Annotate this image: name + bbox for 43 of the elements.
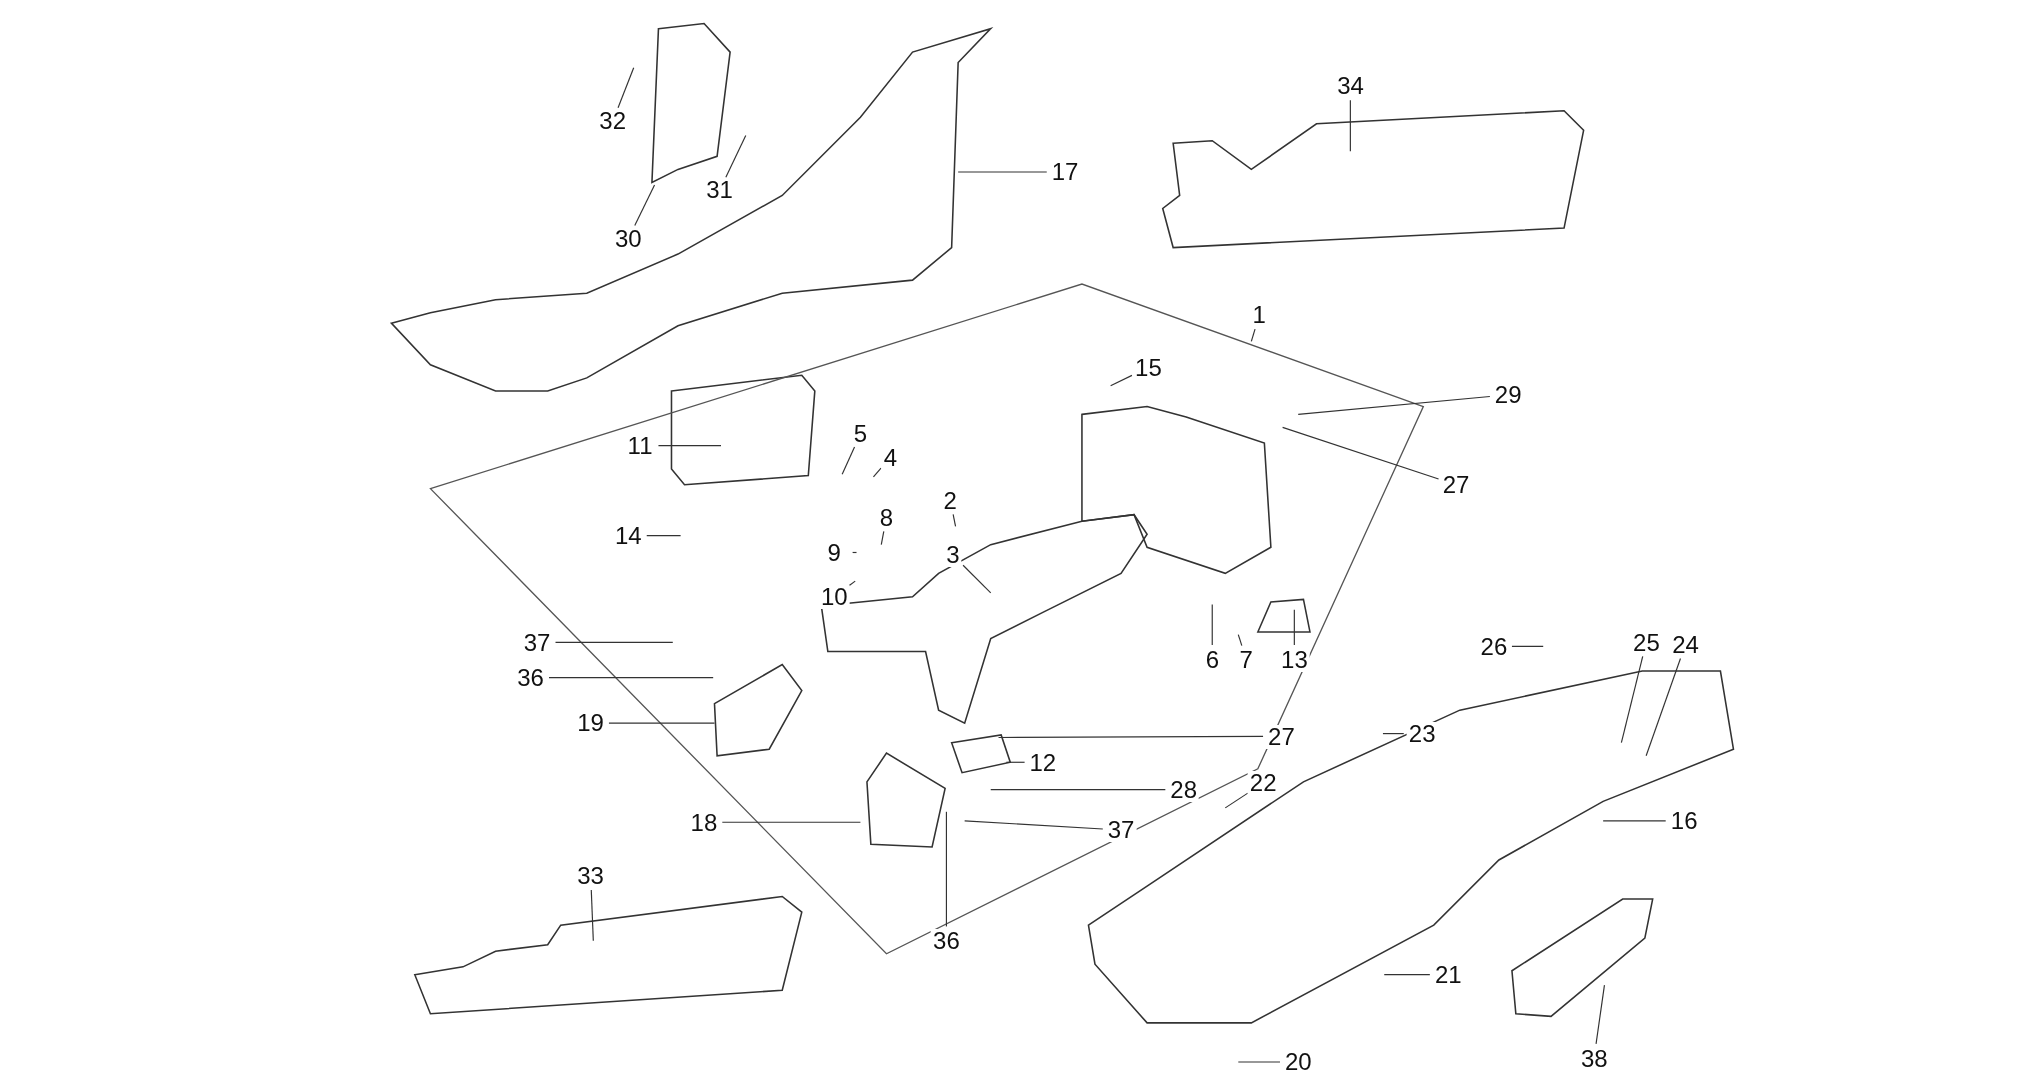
leader-line: [1511, 645, 1544, 647]
leader-line: [841, 446, 856, 475]
callout-number: 27: [1266, 724, 1297, 749]
leader-line: [1237, 1061, 1281, 1063]
leader-line: [590, 889, 594, 942]
leader-line: [1211, 604, 1213, 646]
leader-line: [872, 467, 882, 478]
leader-line: [634, 184, 656, 227]
leader-line: [962, 564, 992, 594]
leader-line: [608, 722, 716, 724]
leader-line: [1005, 761, 1026, 763]
leader-line: [1382, 733, 1405, 735]
leader-line: [725, 134, 747, 178]
leader-line: [617, 67, 635, 109]
leader-line: [646, 534, 682, 537]
leader-line: [997, 735, 1264, 739]
leader-line: [1383, 974, 1431, 976]
callout-number: 10: [818, 585, 850, 610]
leader-line: [657, 445, 722, 447]
callout-number: 3: [944, 543, 962, 568]
leader-line: [721, 821, 861, 823]
leader-line: [1250, 328, 1256, 342]
leader-line: [852, 551, 858, 554]
leader-line: [1224, 792, 1249, 809]
leader-line: [957, 171, 1048, 173]
leader-line: [1282, 426, 1440, 480]
leader-line: [945, 811, 947, 928]
leader-line: [1293, 609, 1295, 646]
leader-line: [554, 641, 674, 643]
leader-line: [1602, 820, 1667, 822]
leader-line: [990, 789, 1166, 791]
leader-line: [1620, 655, 1644, 744]
leader-line: [1237, 634, 1243, 647]
leader-line: [1297, 395, 1491, 415]
leader-line: [880, 530, 885, 546]
leader-line: [952, 513, 957, 527]
leader-line: [548, 677, 714, 679]
leader-line: [1595, 984, 1606, 1045]
leader-line: [1110, 374, 1133, 387]
leader-line: [1645, 657, 1682, 757]
callout-number: 37: [1105, 818, 1137, 843]
leader-line: [964, 820, 1104, 830]
leader-line: [1349, 99, 1351, 152]
